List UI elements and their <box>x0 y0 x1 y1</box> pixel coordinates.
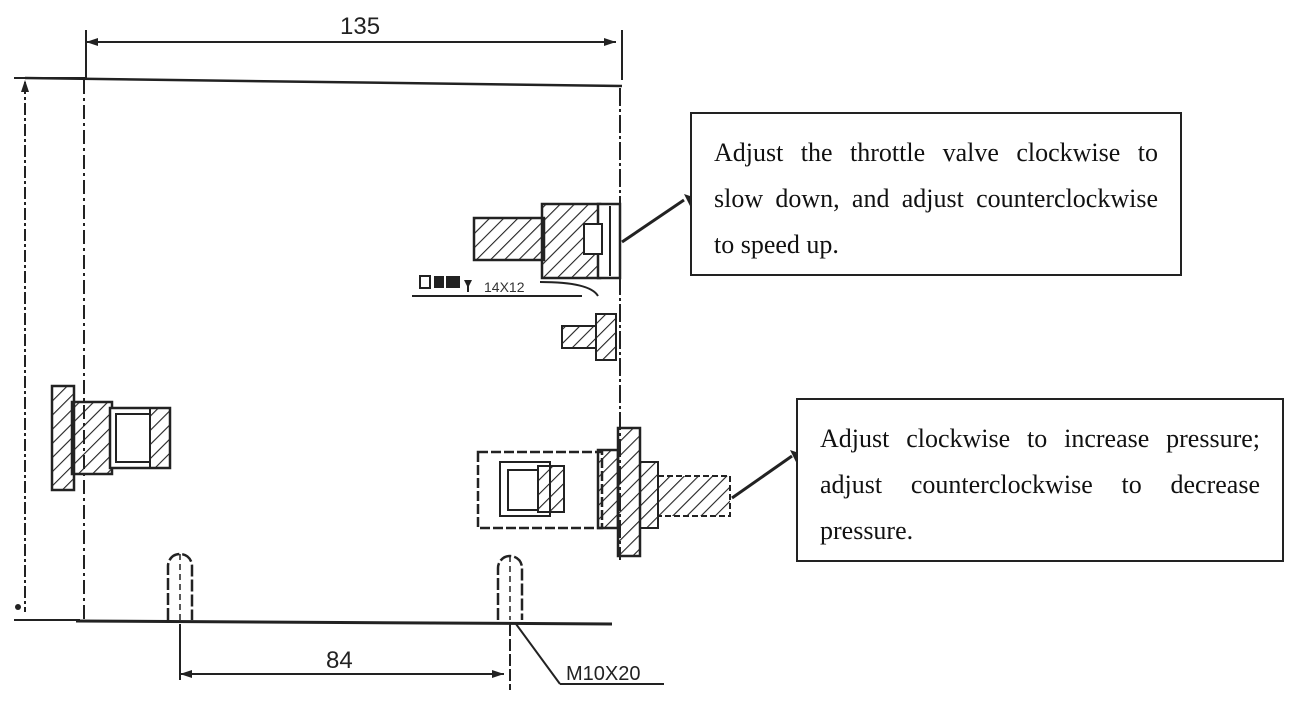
block-outline <box>24 76 623 626</box>
thread-label: M10X20 <box>566 663 641 685</box>
pressure-callout-text: Adjust clockwise to increase pressure; a… <box>820 424 1260 545</box>
port-label: 14X12 <box>484 279 525 295</box>
hole-spacing-label: 84 <box>326 647 353 674</box>
port-annotation: 14X12 <box>412 275 599 297</box>
pressure-valve-section <box>476 426 731 558</box>
throttle-valve-section <box>472 202 622 280</box>
hole-spacing-dimension: 84 <box>179 624 511 690</box>
width-dimension: 135 <box>85 13 623 80</box>
callout-leaders <box>621 194 796 500</box>
mounting-slots <box>166 552 524 620</box>
small-fitting <box>561 313 617 361</box>
left-port-plug <box>50 384 172 492</box>
width-label: 135 <box>340 13 380 40</box>
throttle-callout-box: Adjust the throttle valve clockwise to s… <box>690 112 1182 276</box>
pressure-callout-box: Adjust clockwise to increase pressure; a… <box>796 398 1284 562</box>
thread-annotation: M10X20 <box>515 623 664 685</box>
height-dimension <box>14 77 86 621</box>
throttle-callout-text: Adjust the throttle valve clockwise to s… <box>714 138 1158 259</box>
